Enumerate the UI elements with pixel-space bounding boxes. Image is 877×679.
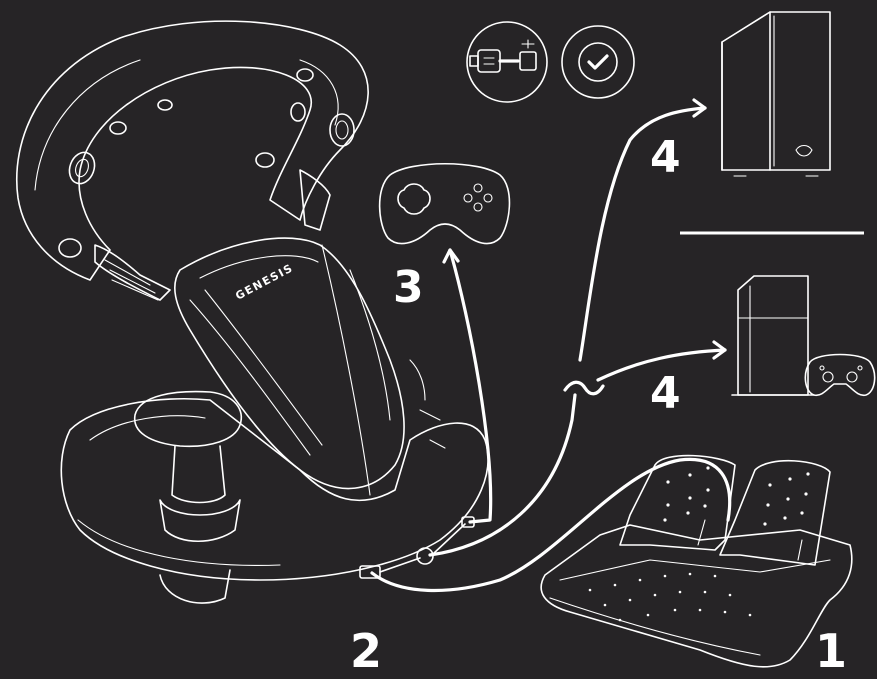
brand-logo: GENESIS (233, 261, 295, 302)
gamepad-icon (380, 164, 510, 244)
pc-tower-icon (722, 12, 830, 176)
usb-connection-icon (467, 22, 547, 102)
step-label-pc: 4 (650, 136, 681, 180)
pedal-set (541, 456, 852, 667)
step-label-pedals: 1 (815, 628, 847, 674)
console-controller-icon (805, 355, 874, 396)
step-label-gamepad-port: 3 (393, 266, 424, 310)
tilde-separator-icon (565, 382, 603, 394)
checkmark-icon (562, 26, 634, 98)
step-label-wheel-base: 2 (350, 628, 382, 674)
step-label-console: 4 (650, 372, 681, 416)
console-icon (732, 276, 814, 395)
